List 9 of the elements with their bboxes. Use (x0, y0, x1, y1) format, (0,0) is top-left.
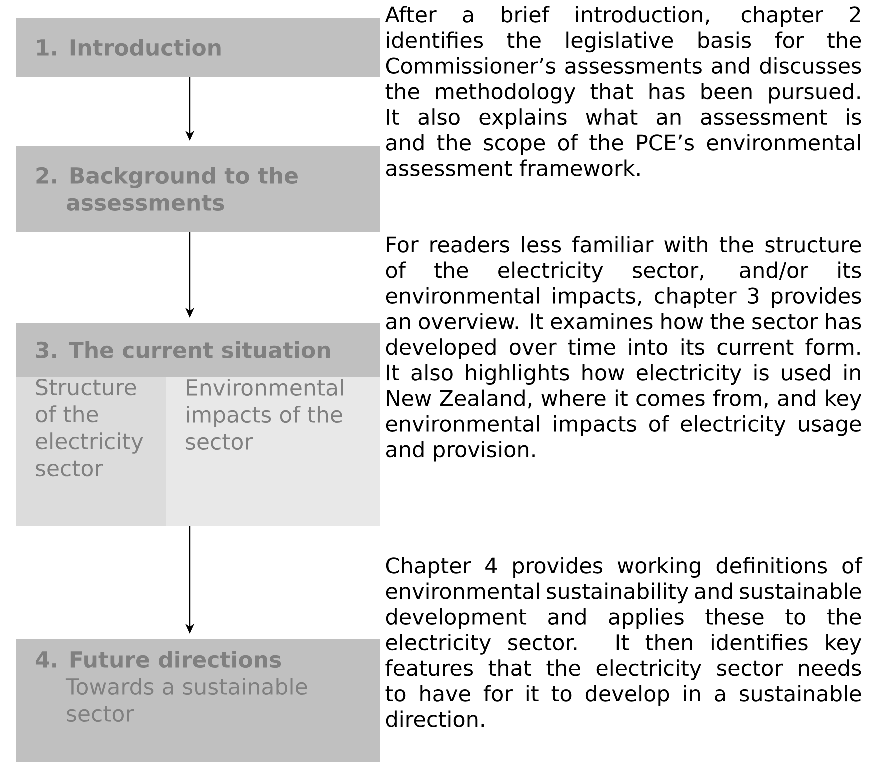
paragraph: After a brief introduction, chapter 2 identifies the legislative basis for the Commissioner’s assessments and discusses the methodology that has been pursued. It also explains what an assessment is and the scope of the PCE’s environmental assessment framework. (385, 6, 862, 176)
paragraph: For readers less familiar with the structure of the electricity sector, and/or its environmental impacts, chapter 3 provides an overview. It examines how the sector has developed over time into its current form. It also highlights how electricity is used in New Zealand, where it comes from, and key environmental impacts of electricity usage and provision. (386, 236, 862, 462)
paragraph: Chapter 4 provides working definitions of environmental sustainability and sustainable development and applies these to the electricity sector. It then identifies key features that the electricity sector needs to have for it to develop in a sustainable direction. (386, 557, 863, 728)
chapter-box: 2. Background to the assessments (16, 146, 380, 232)
topic-cell: Environmental impacts of the sector (166, 377, 380, 526)
chapter-box: 3. The current situation (16, 323, 380, 377)
chapter-box: 4. Future directions Towards a sustainable sector (16, 639, 380, 762)
topic-cell: Structure of the electricity sector (16, 377, 166, 526)
chapter-box: 1. Introduction (16, 18, 380, 77)
